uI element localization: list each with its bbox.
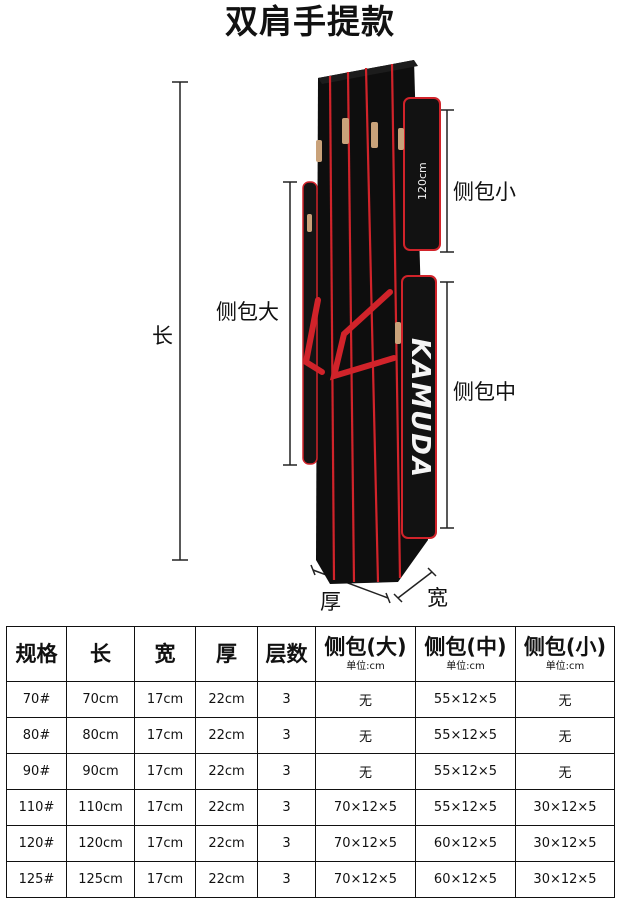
brand-print: KAMUDA — [405, 338, 435, 479]
length-dimension-line — [172, 81, 188, 561]
cell-spec: 120# — [6, 825, 67, 862]
header-length: 长 — [66, 626, 135, 682]
cell-side-small: 无 — [515, 681, 615, 718]
cell-length: 90cm — [66, 753, 135, 790]
header-side-small: 侧包(小)单位:cm — [515, 626, 615, 682]
cell-length: 125cm — [66, 861, 135, 898]
cell-thickness: 22cm — [195, 717, 258, 754]
cell-side-medium: 55×12×5 — [415, 789, 516, 826]
cell-length: 70cm — [66, 681, 135, 718]
cell-length: 80cm — [66, 717, 135, 754]
cell-side-large: 无 — [315, 681, 416, 718]
cell-thickness: 22cm — [195, 681, 258, 718]
cell-width: 17cm — [134, 789, 196, 826]
cell-side-large: 无 — [315, 717, 416, 754]
header-width: 宽 — [134, 626, 196, 682]
unit-note: 单位:cm — [346, 661, 385, 672]
cell-side-medium: 55×12×5 — [415, 753, 516, 790]
cell-side-small: 30×12×5 — [515, 825, 615, 862]
cell-width: 17cm — [134, 681, 196, 718]
cell-thickness: 22cm — [195, 861, 258, 898]
header-side-medium: 侧包(中)单位:cm — [415, 626, 516, 682]
bag-size-print: 120cm — [416, 162, 429, 200]
header-side-large: 侧包(大)单位:cm — [315, 626, 416, 682]
cell-length: 120cm — [66, 825, 135, 862]
cell-side-small: 30×12×5 — [515, 789, 615, 826]
cell-layers: 3 — [257, 681, 316, 718]
side-large-label: 侧包大 — [216, 300, 279, 324]
cell-width: 17cm — [134, 753, 196, 790]
thickness-label: 厚 — [320, 590, 341, 614]
cell-width: 17cm — [134, 861, 196, 898]
cell-layers: 3 — [257, 717, 316, 754]
cell-spec: 110# — [6, 789, 67, 826]
small-side-pouch: 120cm — [403, 97, 441, 251]
spec-table: 规格 长 宽 厚 层数 侧包(大)单位:cm 侧包(中)单位:cm 侧包(小)单… — [6, 626, 615, 898]
side-medium-dimension-line — [440, 281, 454, 529]
cell-side-small: 无 — [515, 753, 615, 790]
cell-side-medium: 55×12×5 — [415, 717, 516, 754]
side-large-dimension-line — [283, 181, 297, 466]
bag-illustration: 120cm KAMUDA — [172, 60, 454, 604]
cell-spec: 90# — [6, 753, 67, 790]
cell-side-large: 70×12×5 — [315, 789, 416, 826]
medium-side-pouch: KAMUDA — [401, 275, 437, 539]
cell-layers: 3 — [257, 789, 316, 826]
unit-note: 单位:cm — [446, 661, 485, 672]
header-spec: 规格 — [6, 626, 67, 682]
length-label: 长 — [152, 324, 173, 348]
cell-side-small: 30×12×5 — [515, 861, 615, 898]
side-medium-label: 侧包中 — [453, 380, 516, 404]
zipper-pulls — [307, 118, 404, 344]
cell-side-large: 70×12×5 — [315, 861, 416, 898]
side-small-label: 侧包小 — [453, 180, 516, 204]
cell-thickness: 22cm — [195, 789, 258, 826]
product-figure: 120cm KAMUDA 长 侧包大 侧包小 侧 — [0, 48, 620, 620]
width-label: 宽 — [427, 586, 448, 610]
unit-note: 单位:cm — [545, 661, 585, 672]
table-header-row: 规格 长 宽 厚 层数 侧包(大)单位:cm 侧包(中)单位:cm 侧包(小)单… — [6, 626, 615, 682]
cell-side-medium: 60×12×5 — [415, 861, 516, 898]
cell-spec: 125# — [6, 861, 67, 898]
header-thickness: 厚 — [195, 626, 258, 682]
cell-side-large: 70×12×5 — [315, 825, 416, 862]
cell-side-medium: 60×12×5 — [415, 825, 516, 862]
cell-width: 17cm — [134, 717, 196, 754]
width-dimension-line — [393, 567, 437, 603]
header-layers: 层数 — [257, 626, 316, 682]
bag-body: 120cm KAMUDA — [302, 60, 441, 584]
cell-side-medium: 55×12×5 — [415, 681, 516, 718]
cell-thickness: 22cm — [195, 753, 258, 790]
cell-side-small: 无 — [515, 717, 615, 754]
cell-thickness: 22cm — [195, 825, 258, 862]
cell-layers: 3 — [257, 861, 316, 898]
cell-length: 110cm — [66, 789, 135, 826]
cell-layers: 3 — [257, 753, 316, 790]
side-small-dimension-line — [440, 109, 454, 253]
page-title: 双肩手提款 — [225, 2, 395, 41]
cell-side-large: 无 — [315, 753, 416, 790]
handle-straps — [302, 289, 397, 381]
cell-spec: 70# — [6, 681, 67, 718]
cell-spec: 80# — [6, 717, 67, 754]
cell-width: 17cm — [134, 825, 196, 862]
cell-layers: 3 — [257, 825, 316, 862]
